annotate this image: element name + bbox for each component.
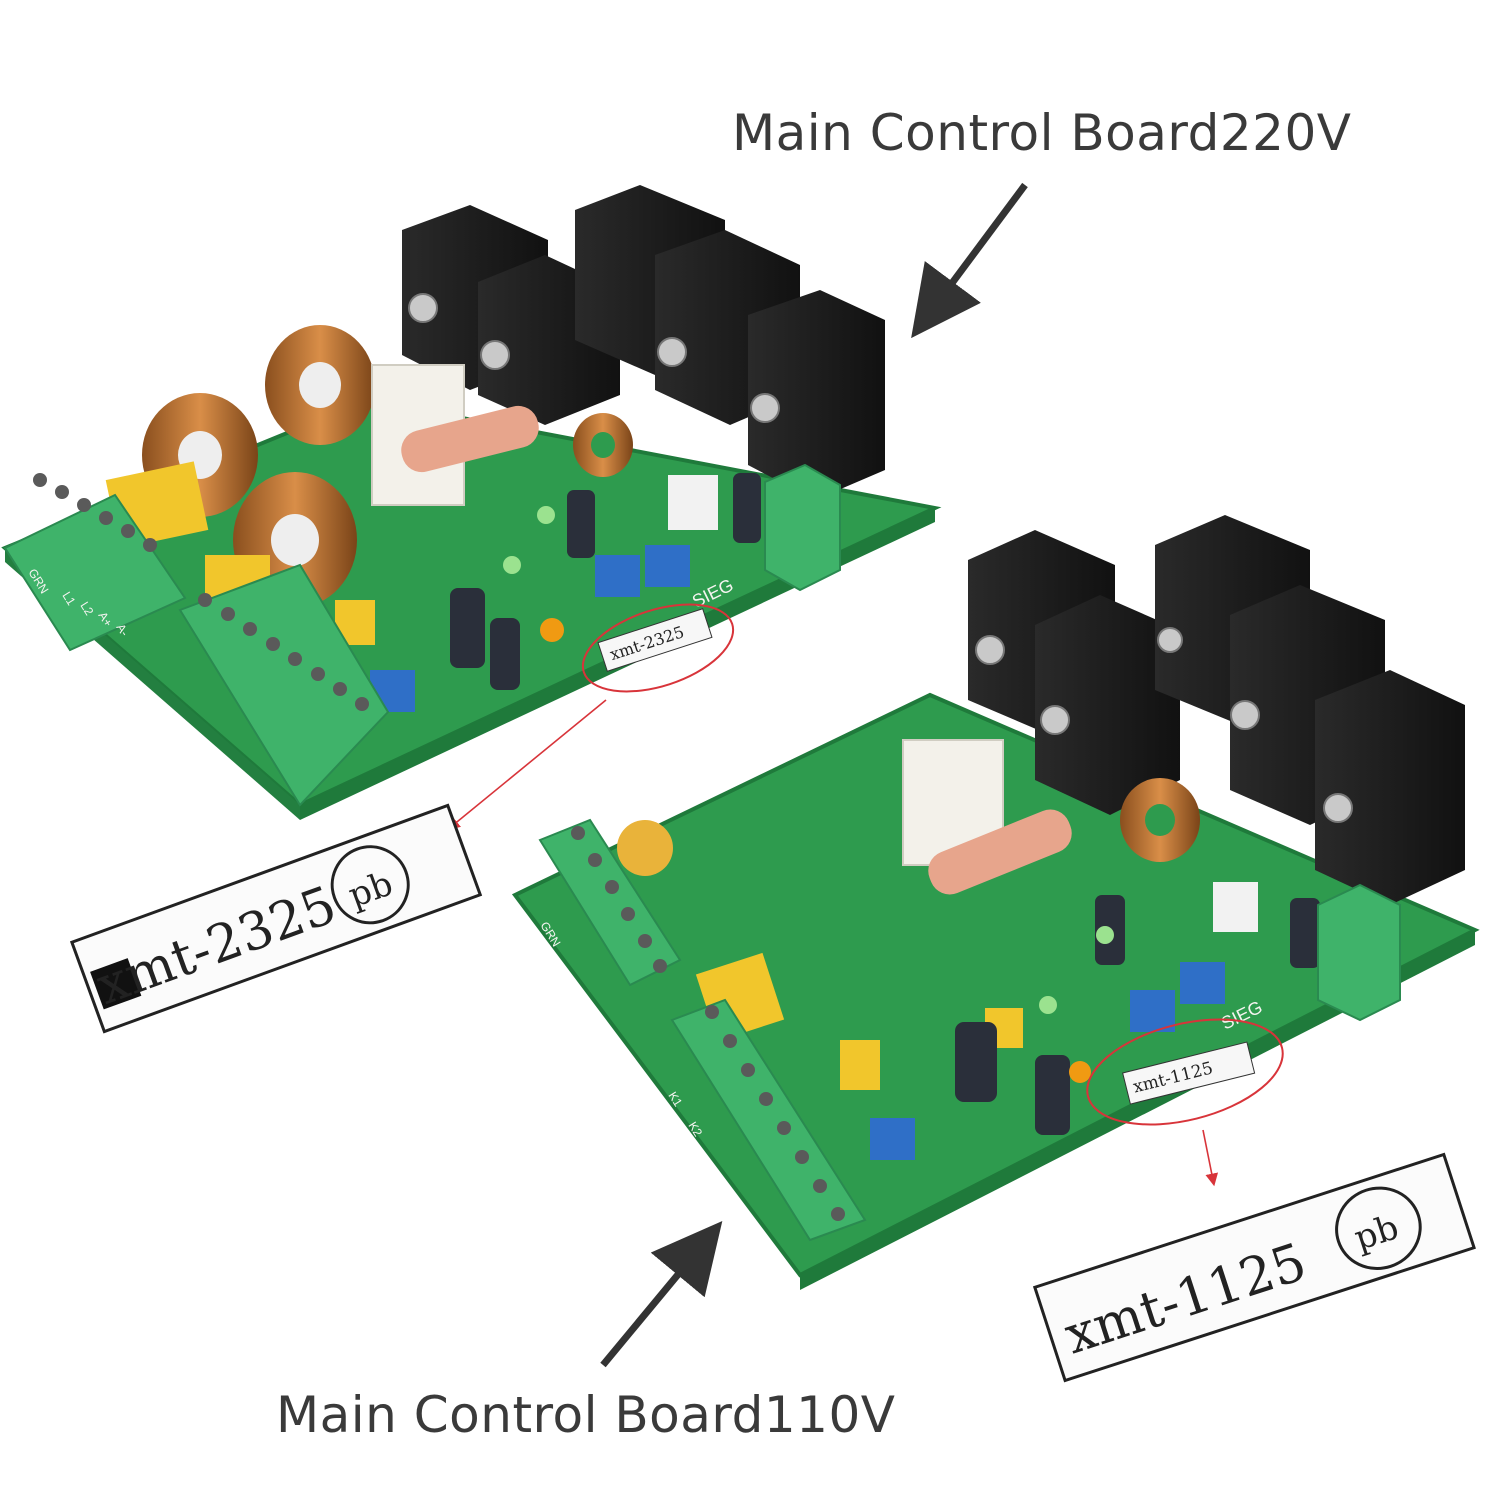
board-220v: GRN L1 L2 A+ A- SIEG xmt-2325 xyxy=(1,185,942,831)
silk-k2: K2 xyxy=(685,1119,705,1139)
arrow-110v xyxy=(600,1221,723,1368)
heatsink-group-top xyxy=(402,185,885,500)
zoom-label-1125: xmt-1125 pb xyxy=(1032,1152,1476,1383)
callout-line-top xyxy=(447,699,607,831)
caption-220v: Main Control Board220V xyxy=(732,104,1352,162)
board-110v: GRN K1 K2 SIEG xmt-1125 xyxy=(511,515,1480,1290)
zoom-label-2325: xmt-2325 pb xyxy=(69,803,483,1034)
silk-k1: K1 xyxy=(665,1089,685,1109)
highlight-circle-bottom xyxy=(1086,1018,1284,1126)
arrow-220v xyxy=(911,182,1028,339)
terminal-block-top-right xyxy=(178,563,390,807)
board-label-top: xmt-2325 xyxy=(597,608,713,672)
highlight-circle-top xyxy=(581,603,735,693)
silk-aplus: A+ xyxy=(95,609,115,629)
caption-110v: Main Control Board110V xyxy=(276,1386,896,1444)
callout-line-bottom xyxy=(1202,1129,1219,1187)
terminal-block-top-left xyxy=(3,493,187,652)
